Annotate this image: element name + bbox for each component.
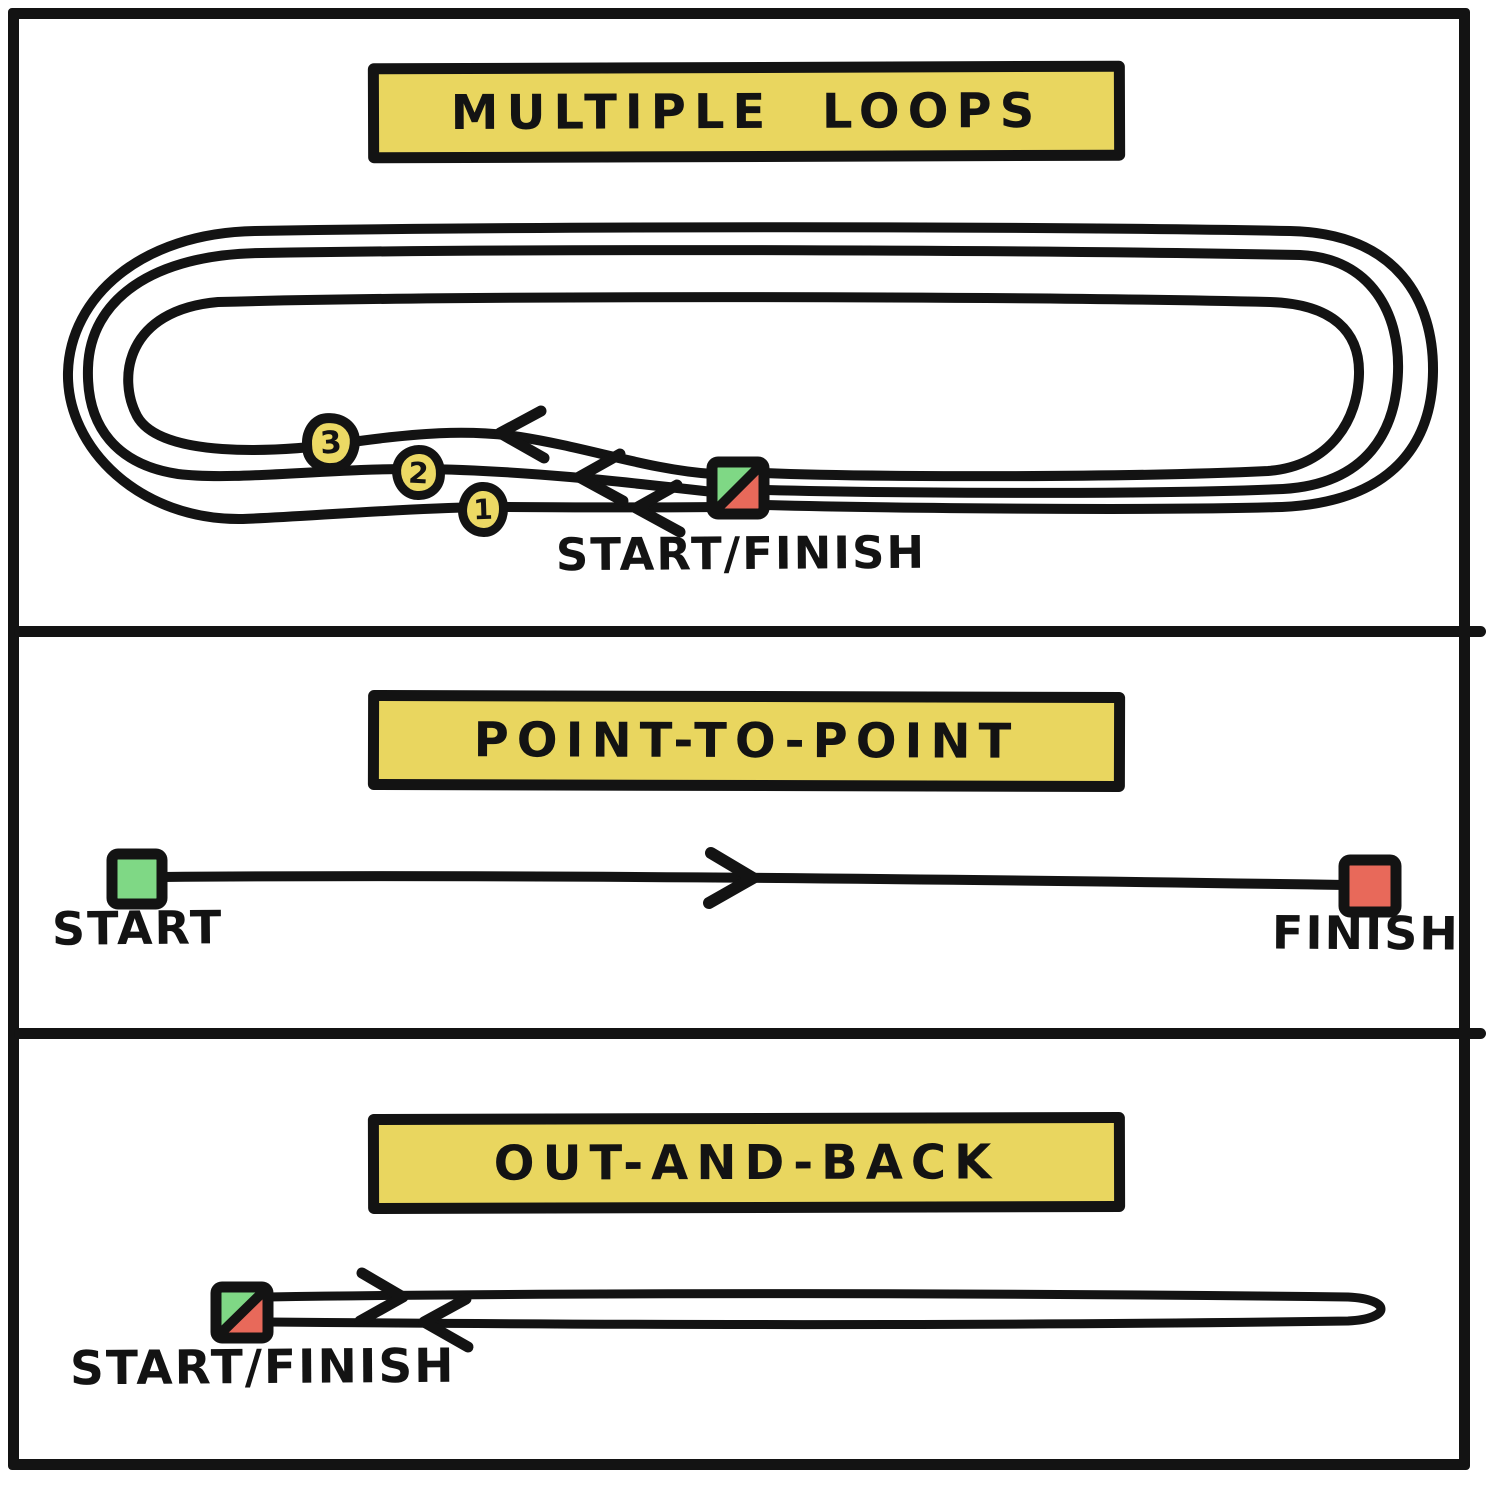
loop-arrow-middle-left xyxy=(573,448,629,507)
loop-control-marker-3-label: 3 xyxy=(318,424,344,462)
out-arrow-right xyxy=(354,1267,409,1327)
start-finish-marker-loops xyxy=(706,456,770,520)
start-finish-square-border-2 xyxy=(210,1281,274,1344)
banner-point-to-point-title: POINT-TO-POINT xyxy=(473,712,1020,770)
banner-out-and-back: OUT-AND-BACK xyxy=(367,1112,1126,1214)
start-finish-diagonal-2 xyxy=(214,1285,270,1340)
outer-frame xyxy=(8,8,1470,1470)
back-arrow-left xyxy=(418,1293,474,1353)
outback-start-finish-label: START/FINISH xyxy=(69,1338,456,1397)
start-finish-marker-outback xyxy=(210,1281,274,1344)
panel-divider-2 xyxy=(14,1028,1486,1039)
out-and-back-path xyxy=(263,1289,1386,1329)
banner-multiple-loops-title: MULTIPLE LOOPS xyxy=(450,82,1043,142)
loops-start-finish-label: START/FINISH xyxy=(555,525,927,582)
banner-point-to-point: POINT-TO-POINT xyxy=(367,690,1126,792)
loop-track-inner xyxy=(123,292,1365,482)
start-label: START xyxy=(51,900,224,956)
point-to-point-arrow-right xyxy=(703,847,759,909)
loop-arrow-inner-left xyxy=(494,405,550,464)
finish-label: FINISH xyxy=(1271,905,1460,961)
loop-track-outer xyxy=(62,222,1439,525)
banner-multiple-loops: MULTIPLE LOOPS xyxy=(367,60,1126,164)
finish-marker-square xyxy=(1338,854,1402,918)
loop-control-marker-2-label: 2 xyxy=(407,454,430,491)
start-finish-diagonal xyxy=(710,460,766,516)
point-to-point-line xyxy=(157,871,1351,890)
banner-out-and-back-title: OUT-AND-BACK xyxy=(493,1134,1000,1192)
start-marker-square xyxy=(106,848,168,910)
loop-control-marker-1-label: 1 xyxy=(472,492,494,527)
loop-track-middle xyxy=(82,245,1404,498)
loop-arrow-outer-left xyxy=(630,479,686,538)
panel-divider-1 xyxy=(14,626,1486,637)
start-finish-square-border xyxy=(706,456,770,520)
